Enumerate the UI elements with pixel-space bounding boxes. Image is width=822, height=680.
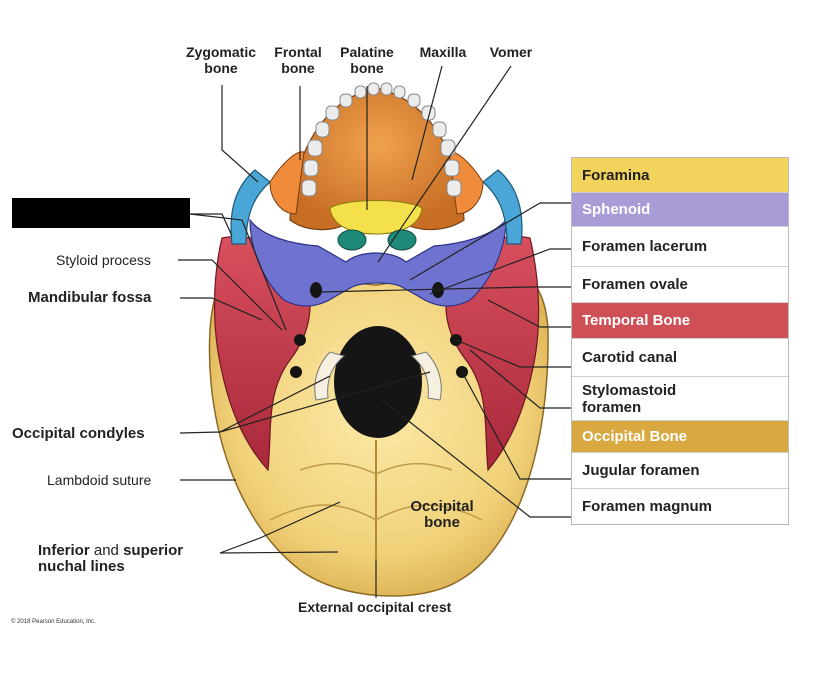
label-palatine-bone: Palatine bone — [340, 44, 394, 76]
legend-label: Foramina — [582, 166, 650, 184]
foramen-ovale-left-shape — [310, 282, 322, 298]
legend-row-foramen-magnum: Foramen magnum — [572, 488, 788, 524]
legend-label: Temporal Bone — [582, 312, 691, 329]
label-frontal-bone: Frontal bone — [274, 44, 322, 76]
legend-label: Foramen ovale — [582, 276, 688, 293]
frontal-bone-left-shape — [269, 151, 305, 215]
label-nuchal-lines: Inferior and superior nuchal lines — [38, 543, 183, 575]
label-vomer: Vomer — [489, 44, 533, 60]
legend-row-sphenoid: Sphenoid — [572, 192, 788, 226]
nuchal-line-inferior-shape — [299, 462, 453, 475]
carotid-canal-left-shape — [294, 334, 306, 346]
legend-row-carotid-canal: Carotid canal — [572, 338, 788, 376]
label-occipital-bone: Occipital bone — [410, 498, 474, 531]
palatine-bone-shape — [329, 200, 423, 235]
zygomatic-bone-left-shape — [230, 169, 271, 245]
legend-label: Occipital Bone — [582, 428, 688, 445]
teeth — [301, 82, 462, 197]
label-lambdoid-suture: Lambdoid suture — [47, 472, 152, 488]
label-nuchal-and: and — [89, 542, 124, 559]
label-zygomatic-bone: Zygomatic bone — [185, 44, 256, 76]
label-nuchal-line2: nuchal lines — [38, 558, 125, 575]
label-mandibular-fossa: Mandibular fossa — [28, 289, 152, 306]
legend-label: Carotid canal — [582, 349, 678, 366]
label-nuchal-superior: superior — [123, 542, 184, 559]
foramen-magnum-shape — [334, 326, 422, 438]
legend-row-temporal-bone: Temporal Bone — [572, 302, 788, 338]
legend-label: Stylomastoid foramen — [582, 381, 677, 416]
legend-label: Foramen magnum — [582, 498, 713, 515]
legend-row-stylomastoid-foramen: Stylomastoid foramen — [572, 376, 788, 420]
legend-label: Jugular foramen — [582, 462, 700, 479]
legend-row-foramen-ovale: Foramen ovale — [572, 266, 788, 302]
label-occipital-condyles: Occipital condyles — [12, 425, 145, 442]
legend-label: Foramen lacerum — [582, 238, 708, 255]
legend-row-foramen-lacerum: Foramen lacerum — [572, 226, 788, 266]
legend-label: Sphenoid — [582, 201, 651, 218]
label-maxilla: Maxilla — [419, 44, 467, 60]
leader-lines — [178, 65, 571, 598]
palatine-foramen-left — [337, 229, 367, 251]
legend-row-occipital-bone: Occipital Bone — [572, 420, 788, 452]
occipital-condyle-right-shape — [410, 351, 442, 401]
legend-row-jugular-foramen: Jugular foramen — [572, 452, 788, 488]
nuchal-line-superior-shape — [269, 504, 483, 521]
jugular-foramen-left-shape — [290, 366, 302, 378]
zygomatic-bone-right-shape — [482, 169, 523, 245]
label-external-occipital-crest: External occipital crest — [298, 599, 452, 615]
label-nuchal-inferior: Inferior — [38, 542, 90, 559]
label-styloid-process: Styloid process — [56, 252, 151, 268]
foramen-ovale-right-shape — [432, 282, 444, 298]
redacted-label-box — [12, 198, 190, 228]
legend-row-foramina: Foramina — [572, 158, 788, 192]
copyright-text: © 2018 Pearson Education, Inc. — [11, 619, 96, 625]
palatine-foramen-right — [387, 229, 417, 251]
